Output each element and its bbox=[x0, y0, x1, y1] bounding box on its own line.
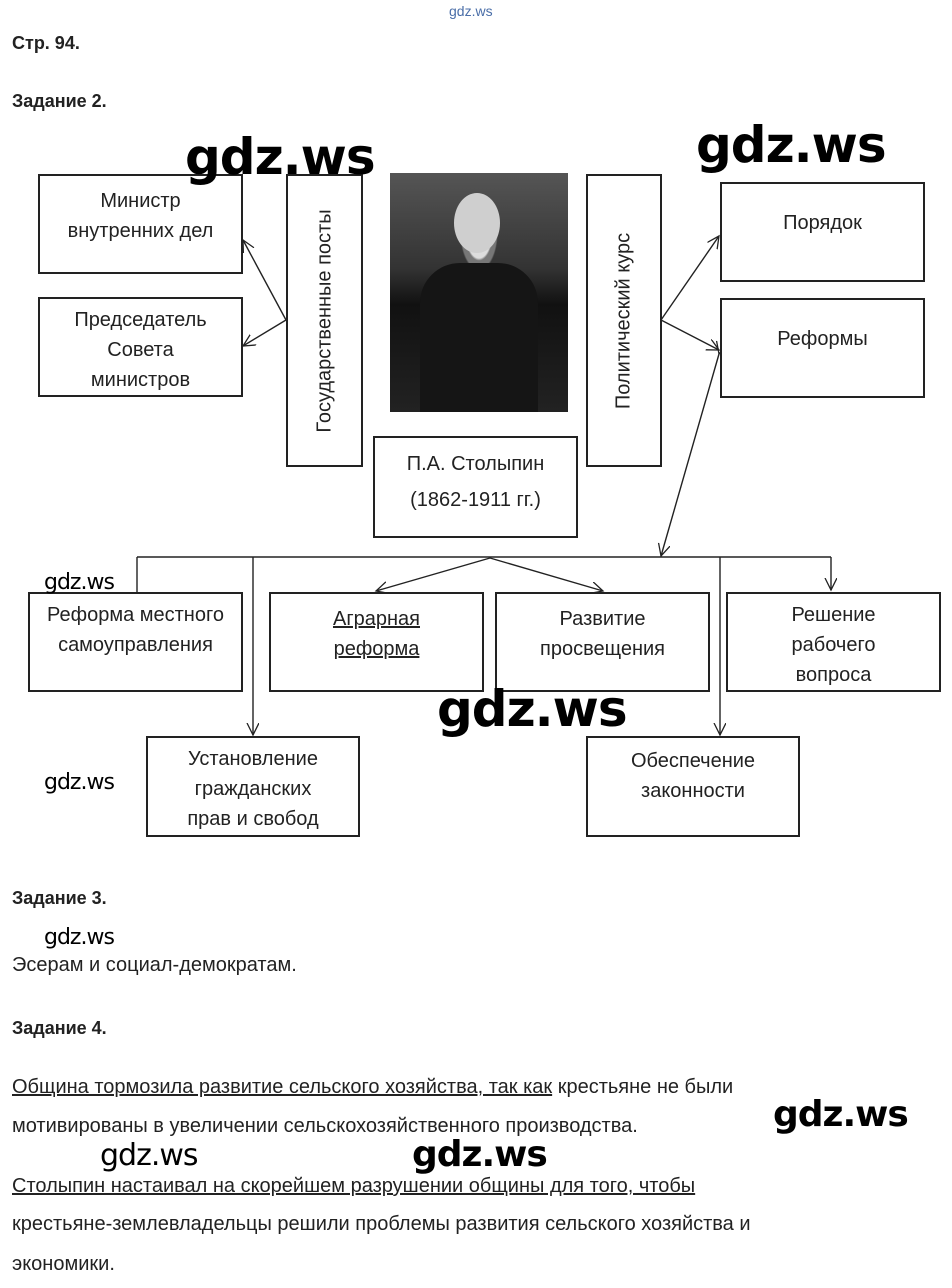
reform-box: Аграрная реформа bbox=[269, 592, 484, 692]
task-4-paragraph-1-line-2: мотивированы в увеличении сельскохозяйст… bbox=[12, 1115, 638, 1137]
reform-label: Развитие просвещения bbox=[540, 608, 665, 660]
reform-box: Обеспечение законности bbox=[586, 736, 800, 837]
course-label: Реформы bbox=[777, 328, 868, 350]
watermark: gdz.ws bbox=[437, 680, 628, 738]
task-4-paragraph-2-line-3: экономики. bbox=[12, 1253, 115, 1275]
course-category-box: Политический курс bbox=[586, 174, 662, 467]
underlined-text: Община тормозила развитие сельского хозя… bbox=[12, 1076, 553, 1098]
reform-box: Реформа местного самоуправления bbox=[28, 592, 243, 692]
portrait-face bbox=[454, 193, 500, 253]
person-box: П.А. Столыпин (1862-1911 гг.) bbox=[373, 436, 578, 538]
task-4-paragraph-2: Столыпин настаивал на скорейшем разрушен… bbox=[12, 1175, 696, 1197]
page-number: Стр. 94. bbox=[12, 33, 80, 53]
watermark: gdz.ws bbox=[44, 570, 115, 595]
reform-label: Аграрная реформа bbox=[332, 608, 420, 660]
portrait-photo bbox=[390, 173, 568, 412]
course-label: Порядок bbox=[783, 212, 862, 234]
arrow-course-order bbox=[660, 236, 719, 321]
watermark: gdz.ws bbox=[773, 1094, 909, 1135]
arrow-course-reforms bbox=[660, 319, 719, 350]
arrow-reforms-bus bbox=[661, 354, 719, 556]
course-category-label: Политический курс bbox=[612, 232, 635, 409]
task-2-title: Задание 2. bbox=[12, 91, 107, 111]
posts-category-box: Государственные посты bbox=[286, 174, 363, 467]
watermark: gdz.ws bbox=[412, 1134, 548, 1175]
arrow-posts-minister bbox=[243, 240, 287, 321]
posts-category-label: Государственные посты bbox=[313, 208, 335, 433]
text: крестьяне не были bbox=[552, 1076, 734, 1098]
person-years: (1862-1911 гг.) bbox=[410, 489, 541, 511]
arrow-posts-chairman bbox=[243, 319, 287, 346]
task-3-answer: Эсерам и социал-демократам. bbox=[12, 954, 297, 976]
watermark: gdz.ws bbox=[44, 925, 115, 950]
post-label: Председатель Совета министров bbox=[74, 309, 207, 391]
post-box: Министр внутренних дел bbox=[38, 174, 243, 274]
post-box: Председатель Совета министров bbox=[38, 297, 243, 397]
course-box: Порядок bbox=[720, 182, 925, 282]
reform-label: Решение рабочего вопроса bbox=[791, 604, 876, 686]
post-label: Министр внутренних дел bbox=[67, 190, 214, 242]
reform-box: Развитие просвещения bbox=[495, 592, 710, 692]
course-box: Реформы bbox=[720, 298, 925, 398]
reform-box: Установление гражданских прав и свобод bbox=[146, 736, 360, 837]
task-4-paragraph-2-line-2: крестьяне-землевладельцы решили проблемы… bbox=[12, 1213, 751, 1235]
watermark: gdz.ws bbox=[696, 116, 887, 174]
reform-label: Обеспечение законности bbox=[630, 750, 756, 802]
task-4-title: Задание 4. bbox=[12, 1018, 107, 1038]
watermark: gdz.ws bbox=[100, 1138, 199, 1173]
site-link[interactable]: gdz.ws bbox=[449, 3, 493, 19]
reform-label: Установление гражданских прав и свобод bbox=[187, 748, 319, 830]
reform-box: Решение рабочего вопроса bbox=[726, 592, 941, 692]
portrait-body bbox=[420, 263, 538, 412]
reform-label: Реформа местного самоуправления bbox=[47, 604, 224, 656]
task-4-paragraph-1: Община тормозила развитие сельского хозя… bbox=[12, 1076, 733, 1099]
person-name: П.А. Столыпин bbox=[406, 453, 545, 475]
task-3-title: Задание 3. bbox=[12, 888, 107, 908]
watermark: gdz.ws bbox=[185, 128, 376, 186]
watermark: gdz.ws bbox=[44, 770, 115, 795]
